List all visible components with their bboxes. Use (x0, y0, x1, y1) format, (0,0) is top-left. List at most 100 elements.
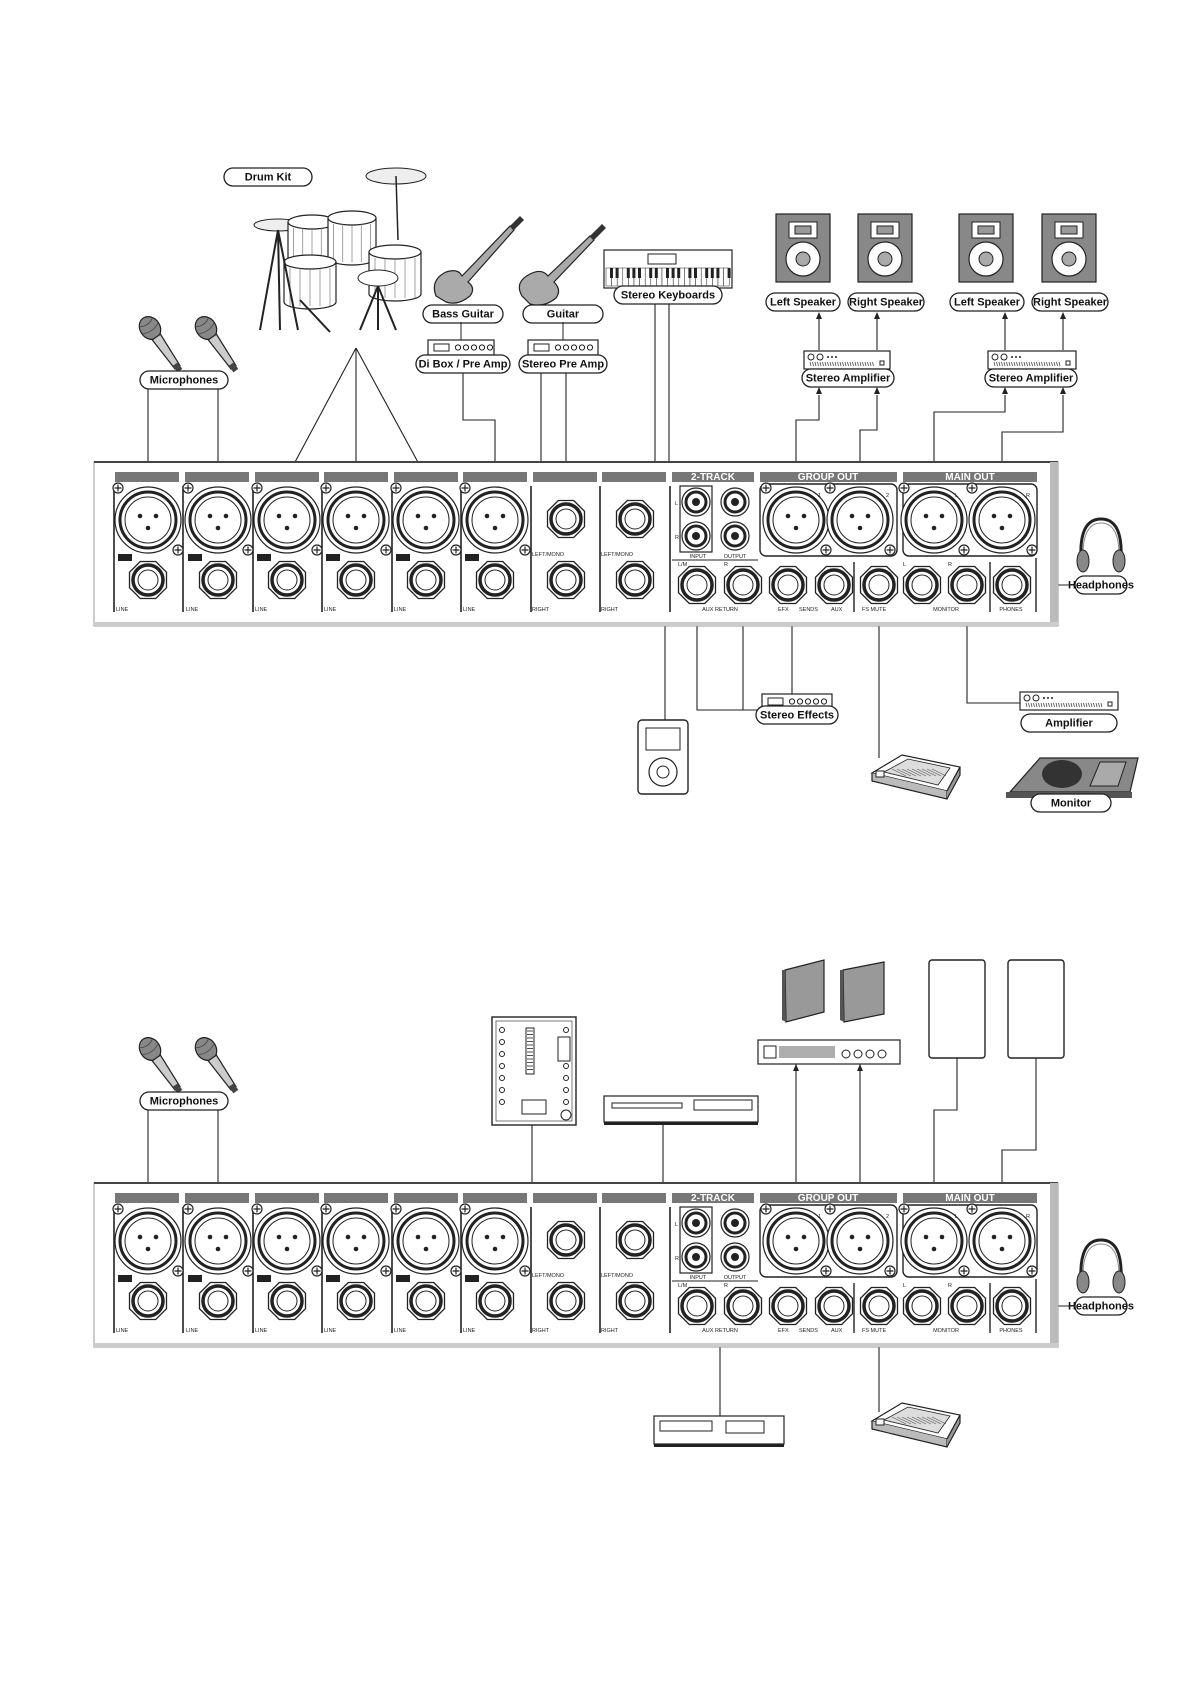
right-speaker-2-label: Right Speaker (1031, 292, 1109, 312)
group-out-label: GROUP OUT (798, 472, 858, 483)
xlr-jack (112, 1203, 184, 1277)
mic-badge (326, 1275, 340, 1282)
dj-mixer-icon (491, 1016, 577, 1126)
monitor-label-box (1030, 793, 1112, 813)
cd-player-icon (603, 1095, 759, 1125)
di-box-label: Di Box / Pre Amp (415, 354, 511, 374)
quarter-inch-jack (406, 560, 446, 600)
rca-jack (681, 1242, 711, 1272)
left-speaker-2-label-box (949, 292, 1025, 312)
lm-label: L/M (678, 562, 688, 568)
xlr-jack (112, 482, 184, 556)
quarter-inch-jack (992, 565, 1032, 605)
xlr-jack (390, 482, 462, 556)
right-speaker-2-label-box (1031, 292, 1109, 312)
left-speaker-2-label: Left Speaker (949, 292, 1025, 312)
media-player-icon (637, 719, 689, 795)
microphone-icon (194, 1037, 239, 1094)
screw (884, 544, 896, 556)
phones-label: PHONES (999, 607, 1023, 613)
cable (1001, 395, 1064, 487)
quarter-inch-jack (475, 1281, 515, 1321)
mic-label: MIC (398, 1277, 408, 1283)
rca-jack (681, 1208, 711, 1238)
tape-deck-icon (653, 1415, 785, 1447)
mic-label: MIC (259, 556, 269, 562)
aux-return-label: AUX RETURN (702, 1328, 738, 1334)
line-label: LINE (463, 607, 476, 613)
channel-header-bar (115, 472, 179, 482)
xlr-jack (898, 1203, 970, 1277)
main-out-label: MAIN OUT (945, 472, 994, 483)
arrow-head (1060, 312, 1066, 319)
stereo-keyboards-label-text: Stereo Keyboards (621, 289, 715, 301)
quarter-inch-jack (768, 1286, 808, 1326)
quarter-inch-jack (947, 1286, 987, 1326)
arrow-head (1002, 387, 1008, 394)
arrow-head (816, 387, 822, 394)
screw (820, 544, 832, 556)
screw (519, 1265, 531, 1277)
mic-badge (188, 1275, 202, 1282)
channel-header-bar (185, 1193, 249, 1203)
arrow-head (816, 312, 822, 319)
screw (380, 1265, 392, 1277)
xlr-jack (966, 482, 1038, 556)
channel-header-bar (463, 1193, 527, 1203)
group-2-label: 2 (886, 493, 889, 499)
channel-header-bar (255, 472, 319, 482)
two-track-input-box (679, 1206, 713, 1274)
microphone-icon (138, 316, 183, 373)
line-label: LINE (324, 607, 337, 613)
fs-mute-label: FS MUTE (862, 607, 886, 613)
quarter-inch-jack (546, 560, 586, 600)
xlr-jack (459, 1203, 531, 1277)
stereo-pre-amp-label: Stereo Pre Amp (518, 354, 608, 374)
channel-header-bar (533, 1193, 597, 1203)
screw (450, 544, 462, 556)
mic-badge (118, 554, 132, 561)
headphones-bottom-label: Headphones (1068, 1296, 1134, 1316)
group-out-header (760, 1193, 897, 1203)
screw (824, 482, 836, 494)
bass-guitar-icon (433, 216, 524, 304)
quarter-inch-jack (902, 565, 942, 605)
group-2-label: 2 (886, 1214, 889, 1220)
screw (182, 1203, 194, 1215)
lm-label: L/M (678, 1283, 688, 1289)
channel-header-bar (185, 472, 249, 482)
main-l-label: L (955, 493, 958, 499)
quarter-inch-jack (992, 1286, 1032, 1326)
screw (459, 1203, 471, 1215)
two-track-label: 2-TRACK (691, 1193, 736, 1204)
quarter-inch-jack (615, 560, 655, 600)
channel-header-bar (602, 472, 666, 482)
quarter-inch-jack (198, 560, 238, 600)
main-out-header (903, 472, 1037, 482)
mic-badge (118, 1275, 132, 1282)
monitor-label: MONITOR (933, 607, 959, 613)
channel-header-bar (324, 1193, 388, 1203)
stereo-preamp-icon (527, 339, 599, 356)
monitor-label-text: Monitor (1051, 797, 1092, 809)
monitor-label: Monitor (1030, 793, 1112, 813)
quarter-inch-jack (902, 1286, 942, 1326)
wall-speakers-icon (782, 959, 885, 1023)
two-track-l: L (675, 1222, 678, 1228)
screw (966, 1203, 978, 1215)
quarter-inch-jack (859, 565, 899, 605)
monitor-wedge-icon (1006, 757, 1139, 798)
line-label: LINE (394, 607, 407, 613)
guitar-icon (518, 224, 606, 306)
screw (320, 482, 332, 494)
drum-kit-label: Drum Kit (223, 167, 313, 187)
stereo-effects-label: Stereo Effects (755, 705, 839, 725)
screw (1026, 544, 1038, 556)
right-label: RIGHT (532, 1328, 550, 1334)
two-track-header (672, 1193, 754, 1203)
mic-badge (188, 554, 202, 561)
cable (933, 1058, 958, 1208)
